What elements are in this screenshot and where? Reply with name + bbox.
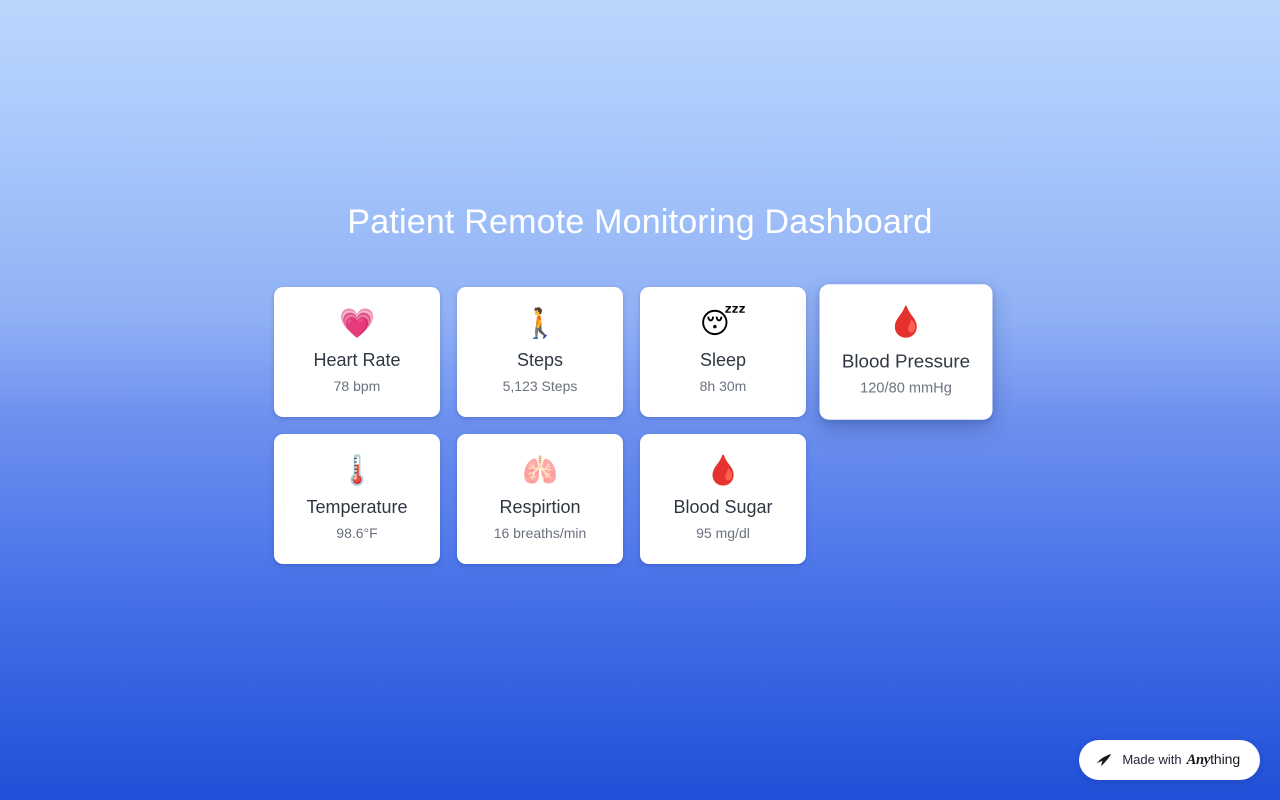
- metric-label: Blood Pressure: [841, 350, 971, 372]
- metric-label: Temperature: [306, 497, 408, 518]
- metric-card[interactable]: 🩸 Blood Sugar 95 mg/dl: [640, 433, 806, 564]
- metric-label: Heart Rate: [313, 350, 401, 371]
- page-title: Patient Remote Monitoring Dashboard: [347, 203, 933, 241]
- metric-label: Sleep: [699, 350, 747, 371]
- metric-card[interactable]: 💗 Heart Rate 78 bpm: [274, 286, 440, 417]
- anything-arrow-logo: [1097, 754, 1112, 766]
- lungs-icon: 🫁: [521, 452, 559, 487]
- growing-heart-icon: 💗: [338, 305, 376, 340]
- metric-card[interactable]: 😴 Sleep 8h 30m: [640, 286, 806, 417]
- metric-label: Respirtion: [499, 497, 581, 518]
- blood-drop-icon: 🩸: [704, 452, 742, 487]
- metric-value: 78 bpm: [333, 377, 381, 394]
- metric-label: Steps: [516, 350, 564, 371]
- blood-drop-icon: 🩸: [887, 303, 925, 340]
- thermometer-icon: 🌡️: [338, 452, 376, 487]
- badge-brand-thing: thing: [1210, 751, 1240, 768]
- badge-prefix: Made with: [1122, 752, 1182, 768]
- metric-card[interactable]: 🫁 Respirtion 16 breaths/min: [457, 433, 623, 564]
- metric-card[interactable]: 🌡️ Temperature 98.6°F: [274, 433, 440, 564]
- metric-value: 8h 30m: [699, 377, 747, 394]
- metric-value: 5,123 Steps: [502, 377, 578, 394]
- metric-value: 16 breaths/min: [493, 524, 587, 541]
- metric-label: Blood Sugar: [673, 497, 773, 518]
- metric-card[interactable]: 🚶 Steps 5,123 Steps: [457, 286, 623, 417]
- walking-person-icon: 🚶: [521, 305, 559, 340]
- metrics-grid: 💗 Heart Rate 78 bpm 🚶 Steps 5,123 Steps 😴 Sleep…: [274, 284, 1006, 564]
- badge-brand-any: Any: [1186, 752, 1211, 769]
- sleeping-face-icon: 😴: [699, 305, 747, 340]
- metric-value: 120/80 mmHg: [860, 378, 952, 396]
- metric-value: 95 mg/dl: [696, 524, 750, 541]
- metric-card[interactable]: 🩸 Blood Pressure 120/80 mmHg: [819, 284, 993, 420]
- metric-value: 98.6°F: [336, 524, 378, 541]
